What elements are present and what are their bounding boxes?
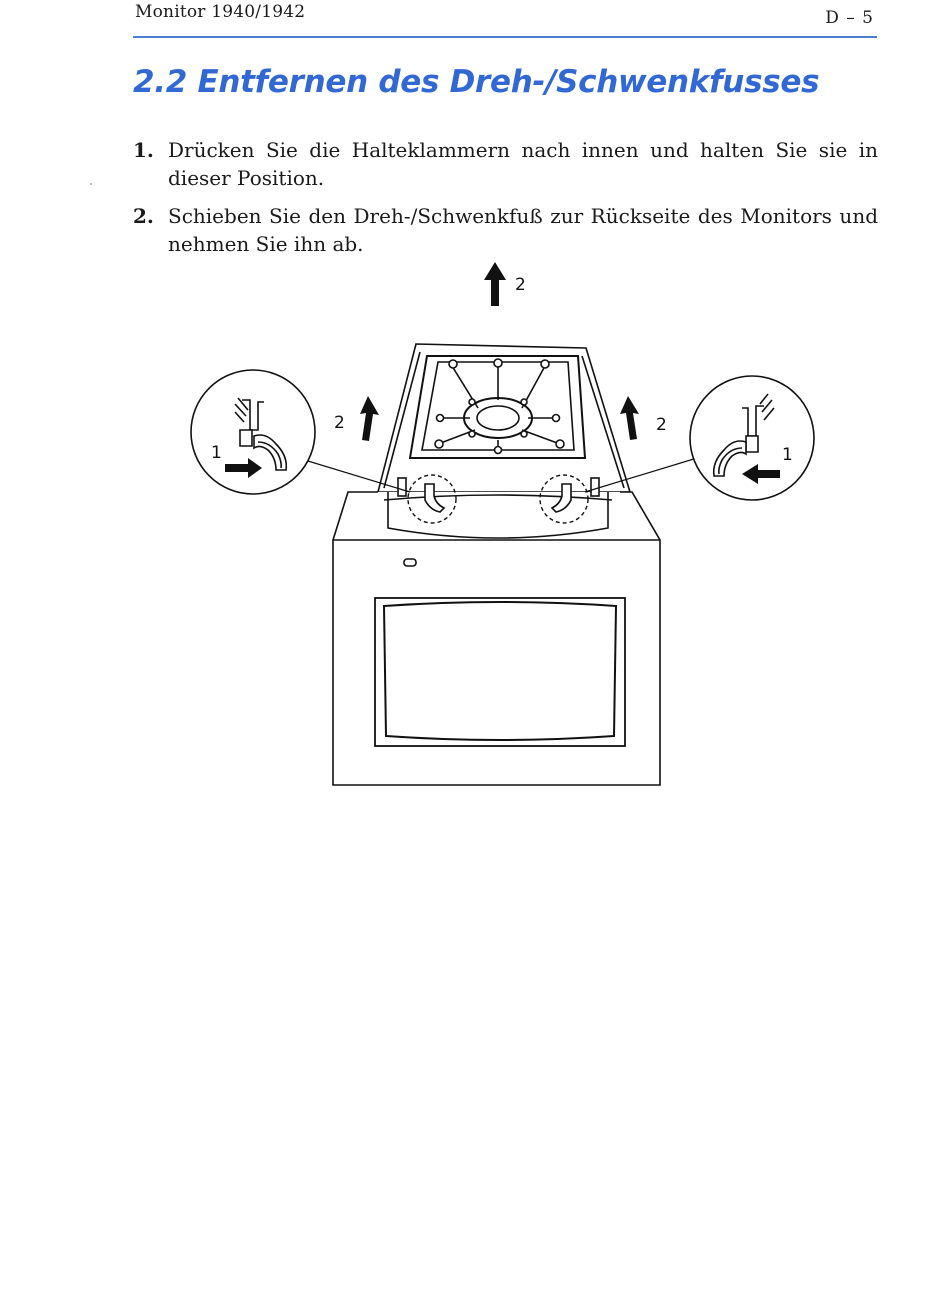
header-rule (133, 36, 877, 38)
right-clip-detail (689, 375, 815, 501)
monitor-body (332, 477, 661, 786)
detail-label: 1 (782, 445, 793, 465)
left-leader-line (297, 457, 411, 493)
push-arrow-icon (225, 458, 262, 478)
instruction-list: 1. Drücken Sie die Halteklammern nach in… (133, 136, 878, 268)
right-leader-line (584, 457, 698, 493)
right-pull-arrow-icon (620, 396, 639, 440)
step-text: Schieben Sie den Dreh-/Schwenkfuß zur Rü… (168, 204, 878, 256)
step-1: 1. Drücken Sie die Halteklammern nach in… (133, 136, 878, 192)
right-clip-highlight (539, 474, 589, 524)
arrow-label: 2 (656, 415, 667, 435)
swivel-base (376, 343, 632, 493)
left-clip-highlight (407, 474, 457, 524)
arrow-label: 2 (334, 413, 345, 433)
removal-arrow-icon (484, 262, 506, 306)
page-number: D – 5 (825, 8, 874, 28)
header-product: Monitor 1940/1942 (135, 2, 306, 22)
step-text: Drücken Sie die Halteklammern nach innen… (168, 138, 878, 190)
arrow-label: 2 (515, 275, 526, 295)
section-title: 2.2 Entfernen des Dreh-/Schwenkfusses (133, 64, 820, 100)
clip-shapes (424, 483, 572, 513)
left-pull-arrow-icon (360, 396, 379, 441)
step-number: 1. (133, 138, 154, 162)
step-number: 2. (133, 204, 154, 228)
scan-speck (90, 183, 92, 185)
left-clip-detail (190, 369, 316, 495)
step-2: 2. Schieben Sie den Dreh-/Schwenkfuß zur… (133, 202, 878, 258)
detail-label: 1 (211, 443, 222, 463)
push-arrow-icon (742, 464, 780, 484)
